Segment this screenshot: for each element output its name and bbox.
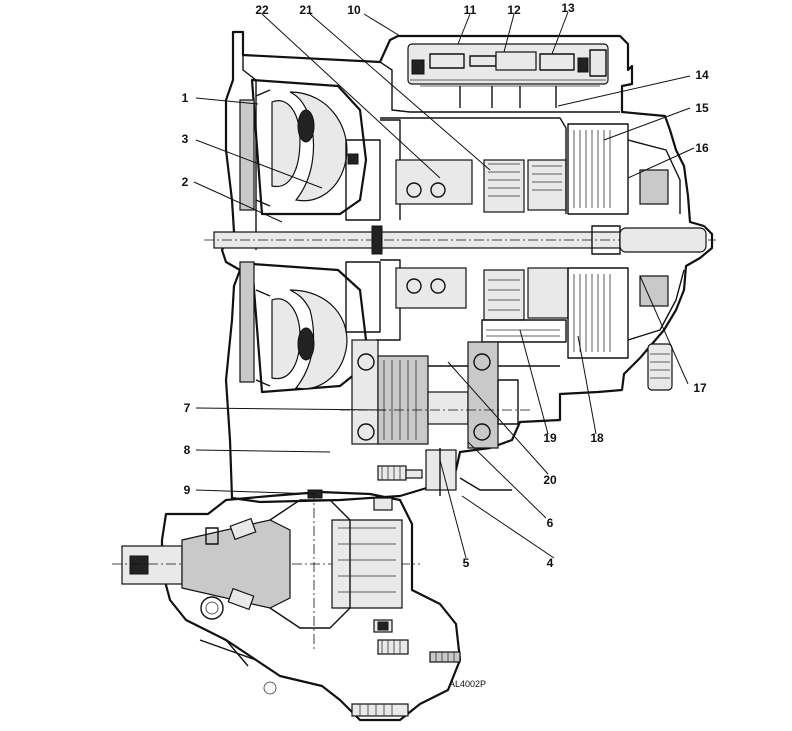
fasteners	[307, 465, 461, 717]
callout-14: 14	[695, 68, 709, 82]
callout-5: 5	[463, 556, 470, 570]
input-shaft	[204, 225, 716, 255]
drawing-reference: AL4002P	[449, 679, 486, 689]
callout-21: 21	[299, 3, 313, 17]
callout-17: 17	[693, 381, 707, 395]
callout-2: 2	[182, 175, 189, 189]
callout-20: 20	[543, 473, 557, 487]
callout-7: 7	[184, 401, 191, 415]
callout-16: 16	[695, 141, 709, 155]
callout-3: 3	[182, 132, 189, 146]
callout-10: 10	[347, 3, 361, 17]
callout-11: 11	[464, 3, 477, 17]
clutch-packs	[567, 123, 685, 391]
callout-12: 12	[507, 3, 521, 17]
callout-19: 19	[543, 431, 557, 445]
transmission-housing	[220, 30, 714, 504]
callout-18: 18	[590, 431, 604, 445]
leader-lines	[193, 11, 695, 559]
callout-15: 15	[695, 101, 709, 115]
callout-13: 13	[561, 1, 575, 15]
callout-1: 1	[182, 91, 189, 105]
callout-labels: 1 2 3 4 5 6 7 8 9 10 11 12 13 14 15 16 1…	[182, 1, 709, 570]
callout-4: 4	[547, 556, 554, 570]
callout-6: 6	[547, 516, 554, 530]
callout-22: 22	[255, 3, 269, 17]
differential-housing	[112, 490, 462, 722]
planetary-gear-sets	[380, 117, 569, 367]
callout-8: 8	[184, 443, 191, 457]
valve-body	[407, 43, 609, 108]
transfer-gears	[340, 339, 530, 496]
callout-9: 9	[184, 483, 191, 497]
